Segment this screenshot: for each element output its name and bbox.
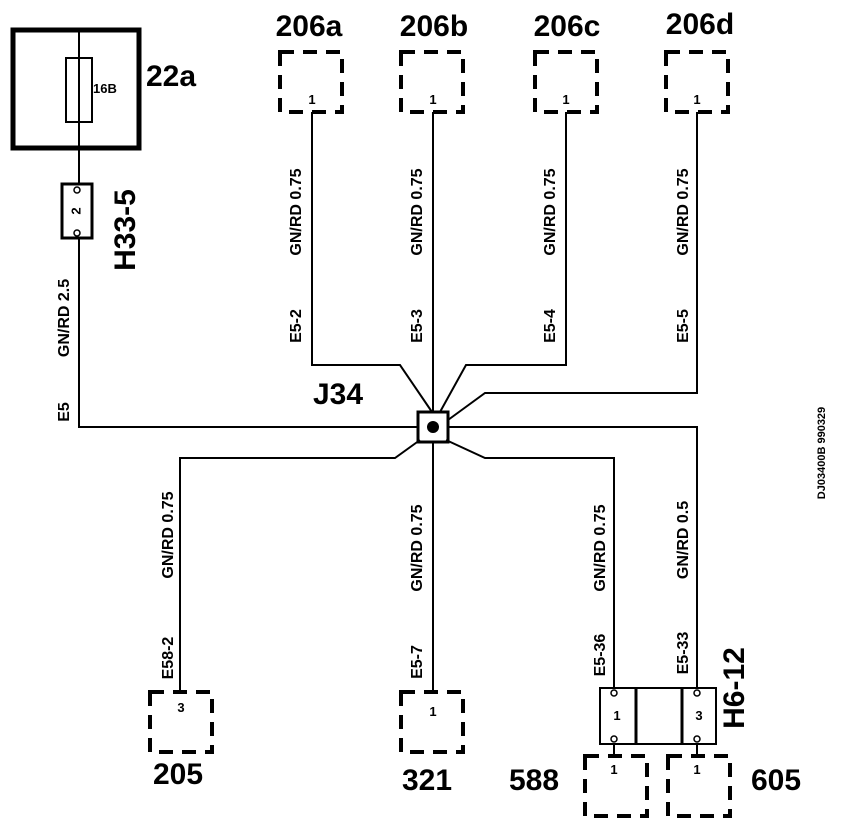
wire-e58-2-spec: GN/RD 0.75 [160, 491, 177, 578]
wire-e5-33 [448, 426, 698, 688]
connector-206a-id: 206a [276, 10, 343, 43]
wire-e58-2 [179, 439, 421, 692]
wire-e5-3-spec: GN/RD 0.75 [409, 168, 426, 255]
connector-206a-pin: 1 [308, 92, 315, 107]
wire-e5-2-spec: GN/RD 0.75 [288, 168, 305, 255]
wire-e5-4-code: E5-4 [542, 309, 559, 343]
fuse-box-id: 22a [146, 60, 196, 93]
wire-e5-5 [447, 112, 698, 421]
connector-321-pin: 1 [429, 704, 436, 719]
h33-pin-label: 2 [68, 207, 83, 214]
connector-206c-pin: 1 [562, 92, 569, 107]
connector-206b: 1 206b [399, 10, 468, 114]
wire-e5-2-code: E5-2 [288, 309, 305, 343]
connector-605-pin: 1 [693, 762, 700, 777]
connector-588-id: 588 [509, 764, 559, 797]
wire-e5-5-spec: GN/RD 0.75 [675, 168, 692, 255]
fuse-label: 16B [93, 81, 117, 96]
connector-605: 1 605 [666, 754, 801, 818]
connector-206d-id: 206d [666, 8, 734, 41]
wire-e5-4-spec: GN/RD 0.75 [542, 168, 559, 255]
h6-pin-right: 3 [695, 708, 702, 723]
connector-605-id: 605 [751, 764, 801, 797]
wire-e5-4 [439, 112, 567, 413]
connector-206b-id: 206b [400, 10, 468, 43]
fuse-box-22a [10, 27, 142, 151]
wire-e5-5-code: E5-5 [675, 309, 692, 343]
wire-e5-33-spec: GN/RD 0.5 [675, 501, 692, 579]
junction-id: J34 [313, 378, 363, 411]
wire-e5-3-code: E5-3 [409, 309, 426, 343]
connector-206c: 1 206c [533, 10, 601, 114]
wire-e5-33-code: E5-33 [675, 632, 692, 675]
h6-id: H6-12 [718, 647, 751, 729]
connector-205: 3 205 [148, 690, 214, 791]
connector-321: 1 321 [399, 690, 465, 797]
connector-206a: 1 206a [276, 10, 344, 114]
drawing-reference: DJ03400B 990329 [816, 407, 828, 499]
connector-205-pin: 3 [177, 700, 184, 715]
connector-206c-id: 206c [534, 10, 601, 43]
wire-e5-36-code: E5-36 [592, 634, 609, 677]
feed-wire-spec: GN/RD 2.5 [56, 279, 73, 357]
wire-e5-2 [311, 112, 433, 413]
wire-e5-36-spec: GN/RD 0.75 [592, 504, 609, 591]
wire-e5-7-code: E5-7 [409, 645, 426, 679]
connector-205-id: 205 [153, 758, 203, 791]
feed-wire-code: E5 [56, 402, 73, 422]
junction-dot [427, 421, 439, 433]
wire-e58-2-code: E58-2 [160, 637, 177, 680]
h33-id: H33-5 [109, 189, 142, 271]
connector-588-pin: 1 [610, 762, 617, 777]
connector-206d: 1 206d [664, 8, 734, 114]
connector-h6-12: 1 3 [599, 687, 717, 745]
wire-e5-36 [445, 439, 615, 688]
feed-wire-e5 [78, 238, 420, 428]
connector-588: 1 588 [509, 754, 649, 818]
h6-pin-left: 1 [613, 708, 620, 723]
connector-321-id: 321 [402, 764, 452, 797]
connector-206d-pin: 1 [693, 92, 700, 107]
connector-206b-pin: 1 [429, 92, 436, 107]
wire-e5-7-spec: GN/RD 0.75 [409, 504, 426, 591]
